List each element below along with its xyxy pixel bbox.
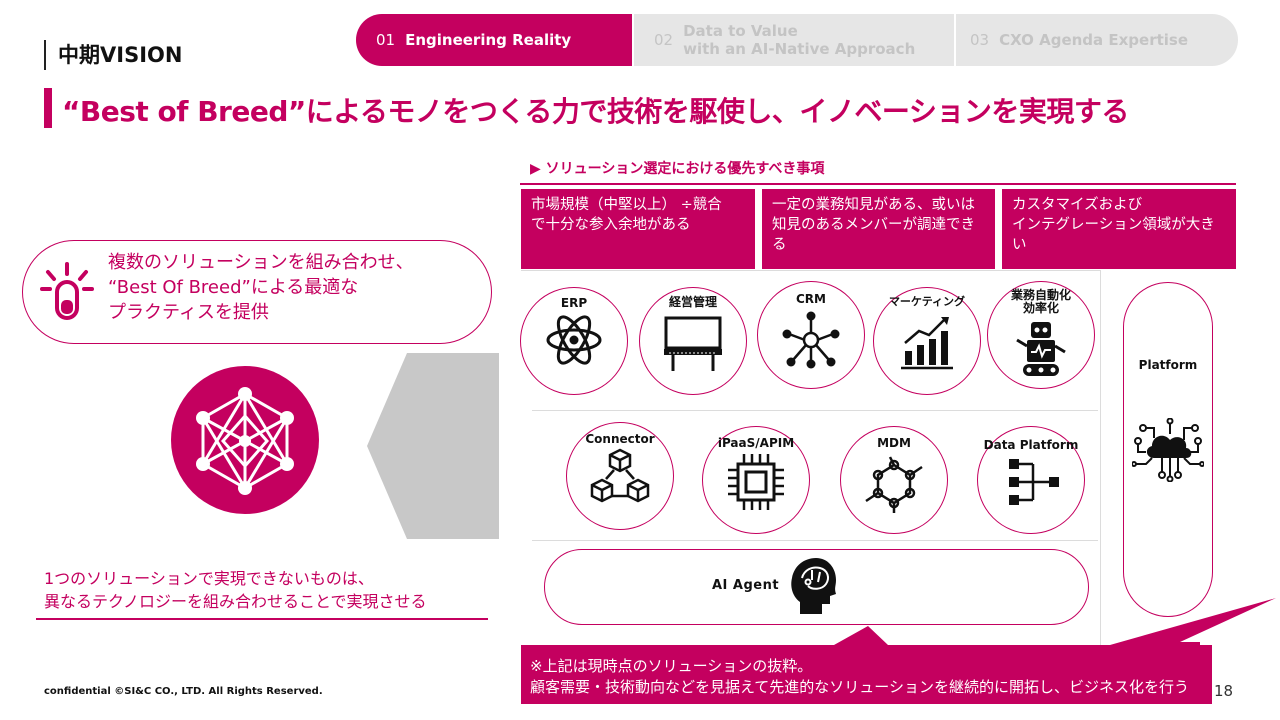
text-line: カスタマイズおよび: [1012, 197, 1143, 213]
text-line: 知見のあるメンバーが調達できる: [772, 217, 975, 253]
text-line: “Best Of Breed”による最適な: [108, 277, 359, 298]
text-line: 市場規模（中堅以上） ÷競合: [531, 197, 722, 213]
criteria-box-knowledge: 一定の業務知見がある、或いは 知見のあるメンバーが調達できる: [762, 189, 995, 269]
text-line: 顧客需要・技術動向などを見据えて先進的なソリューションを継続的に開拓し、ビジネス…: [530, 678, 1189, 696]
solution-circle-ipaas[interactable]: [702, 426, 810, 534]
solution-label: 業務自動化 効率化: [987, 289, 1095, 315]
text-line: インテグレーション領域が大きい: [1012, 217, 1215, 253]
best-of-breed-text: 複数のソリューションを組み合わせ、 “Best Of Breed”による最適な …: [108, 250, 478, 325]
divider: [532, 410, 1098, 411]
divider: [532, 540, 1098, 541]
page-number: 18: [1214, 682, 1234, 700]
text-line: で十分な参入余地がある: [531, 217, 691, 233]
lightbulb-icon: [40, 262, 94, 320]
text-line: 効率化: [1022, 301, 1059, 315]
platform-label: Platform: [1138, 358, 1198, 372]
text-line: 異なるテクノロジーを組み合わせることで実現させる: [44, 592, 427, 611]
ai-head-icon: [791, 558, 836, 614]
solution-label: ERP: [560, 296, 588, 310]
title-accent-bar: [44, 88, 52, 128]
tab-label: Engineering Reality: [405, 31, 572, 49]
tab-label: CXO Agenda Expertise: [999, 31, 1189, 49]
cubes-icon: [590, 448, 650, 503]
text-line: 一定の業務知見がある、或いは: [772, 197, 975, 213]
note-underline: [36, 618, 488, 620]
arrow-left-shape: [367, 353, 499, 539]
solution-circle-marketing[interactable]: [873, 287, 981, 395]
combination-note: 1つのソリューションで実現できないものは、 異なるテクノロジーを組み合わせること…: [44, 567, 484, 613]
network-circle: [171, 366, 319, 514]
solution-label: Data Platform: [983, 438, 1079, 452]
molecule-icon: [865, 456, 923, 513]
confidential-footer: confidential ©SI&C CO., LTD. All Rights …: [44, 686, 323, 697]
text-line: 複数のソリューションを組み合わせ、: [108, 252, 414, 273]
tab-cxo-agenda[interactable]: 03 CXO Agenda Expertise: [956, 14, 1238, 66]
robot-icon: [1016, 322, 1066, 376]
network-mesh-icon: [196, 387, 294, 495]
divider: [1100, 270, 1101, 650]
solution-label: マーケティング: [888, 295, 966, 308]
solution-label: Connector: [585, 432, 655, 446]
section-label: 中期VISION: [44, 40, 182, 70]
priority-heading: ▶ ソリューション選定における優先すべき事項: [530, 161, 825, 177]
divider: [521, 270, 1100, 271]
text-line: ※上記は現時点のソリューションの抜粋。: [530, 657, 813, 675]
tab-label-line1: Data to Value: [683, 22, 798, 40]
chip-icon: [728, 454, 784, 510]
tab-label-line2: with an AI-Native Approach: [683, 40, 916, 58]
best-of-breed-pill: [22, 240, 492, 344]
heading-divider: [520, 183, 1236, 185]
solution-circle-data-platform[interactable]: [977, 426, 1085, 534]
solution-label: CRM: [796, 292, 826, 306]
tab-number: 02: [654, 31, 674, 49]
solution-circle-connector[interactable]: [566, 422, 674, 530]
cloud-circuit-icon: [1132, 418, 1204, 482]
tab-bar: 01 Engineering Reality 02 Data to Value …: [356, 14, 1238, 66]
text-line: 1つのソリューションで実現できないものは、: [44, 569, 374, 588]
criteria-box-customization: カスタマイズおよび インテグレーション領域が大きい: [1002, 189, 1236, 269]
solution-circle-management[interactable]: [639, 287, 747, 395]
growth-chart-icon: [901, 317, 953, 370]
tab-number: 03: [970, 31, 990, 49]
network-hub-icon: [782, 311, 840, 369]
tab-data-to-value[interactable]: 02 Data to Value with an AI-Native Appro…: [634, 14, 956, 66]
hierarchy-icon: [1009, 459, 1059, 505]
text-line: プラクティスを提供: [108, 302, 269, 323]
solution-circle-mdm[interactable]: [840, 426, 948, 534]
solution-circle-crm[interactable]: [757, 281, 865, 389]
atom-icon: [546, 315, 602, 365]
text-line: 業務自動化: [1010, 288, 1071, 302]
solution-label: MDM: [877, 436, 911, 450]
criteria-box-market: 市場規模（中堅以上） ÷競合 で十分な参入余地がある: [521, 189, 755, 269]
solution-label: 経営管理: [668, 295, 717, 309]
callout-text: ※上記は現時点のソリューションの抜粋。 顧客需要・技術動向などを見据えて先進的な…: [530, 656, 1210, 698]
page-title: “Best of Breed”によるモノをつくる力で技術を駆使し、イノベーション…: [62, 95, 1129, 128]
ai-agent-label: AI Agent: [712, 578, 780, 593]
billboard-icon: [664, 316, 722, 371]
tab-engineering-reality[interactable]: 01 Engineering Reality: [356, 14, 634, 66]
solution-label: iPaaS/APIM: [717, 436, 795, 450]
tab-number: 01: [376, 31, 396, 49]
